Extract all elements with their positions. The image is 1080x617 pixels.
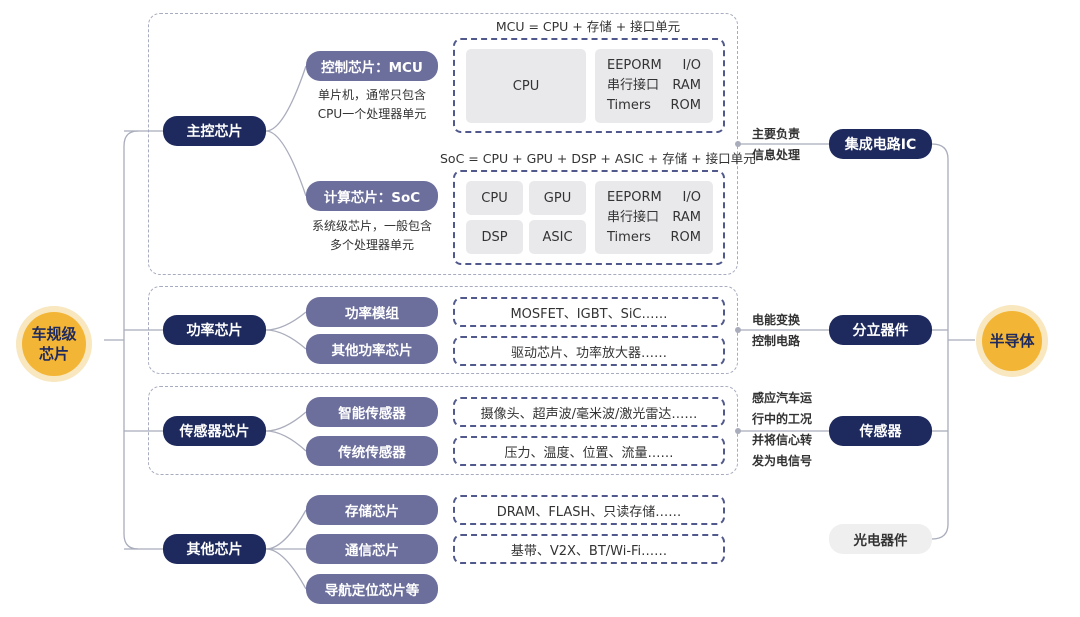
example-smart-sensor: 摄像头、超声波/毫米波/激光雷达…… xyxy=(453,397,725,427)
soc-desc-line2: 多个处理器单元 xyxy=(329,238,414,252)
left-bracket xyxy=(123,130,139,550)
sub-soc: 计算芯片：SoC xyxy=(306,181,438,211)
example-storage: DRAM、FLASH、只读存储…… xyxy=(453,495,725,525)
sub-mcu: 控制芯片：MCU xyxy=(306,51,438,81)
soc-grid-4: Timers xyxy=(607,229,651,245)
mcu-cpu-cell: CPU xyxy=(466,49,586,123)
mcu-grid-4: Timers xyxy=(607,98,651,113)
mcu-grid-1: I/O xyxy=(682,58,701,73)
example-other-power: 驱动芯片、功率放大器…… xyxy=(453,336,725,366)
soc-block xyxy=(453,170,725,265)
category-power: 功率芯片 xyxy=(163,315,266,345)
sensor-desc-line3: 并将信心转 xyxy=(752,433,813,447)
sub-power-module: 功率模组 xyxy=(306,297,438,327)
soc-asic-cell: ASIC xyxy=(529,220,586,254)
main-control-region xyxy=(148,13,738,275)
mcu-desc-line2: CPU一个处理器单元 xyxy=(317,107,427,121)
soc-grid-0: EEPORM xyxy=(607,189,662,205)
mcu-block xyxy=(453,38,725,133)
mcu-formula: MCU = CPU + 存储 + 接口单元 xyxy=(495,19,681,34)
right-sensor: 传感器 xyxy=(829,416,932,446)
mcu-grid-5: ROM xyxy=(670,98,701,113)
ic-desc-line1: 主要负责 xyxy=(752,127,801,141)
ic-description: 主要负责 信息处理 xyxy=(752,124,824,166)
soc-peripherals-cell: EEPORM I/O 串行接口 RAM Timers ROM xyxy=(595,181,713,254)
soc-cpu-cell: CPU xyxy=(466,181,523,215)
category-sensor: 传感器芯片 xyxy=(163,416,266,446)
sensor-desc-line2: 行中的工况 xyxy=(752,412,813,426)
example-comm: 基带、V2X、BT/Wi-Fi…… xyxy=(453,534,725,564)
sub-smart-sensor: 智能传感器 xyxy=(306,397,438,427)
mcu-desc-line1: 单片机，通常只包含 xyxy=(317,88,426,102)
sensor-region xyxy=(148,386,738,475)
soc-formula: SoC = CPU + GPU + DSP + ASIC + 存储 + 接口单元 xyxy=(440,151,756,166)
right-bracket xyxy=(931,143,949,540)
example-trad-sensor: 压力、温度、位置、流量…… xyxy=(453,436,725,466)
mcu-grid-2: 串行接口 xyxy=(607,78,660,93)
discrete-desc-line2: 控制电路 xyxy=(752,334,801,348)
sensor-description: 感应汽车运 行中的工况 并将信心转 发为电信号 xyxy=(752,388,824,472)
discrete-description: 电能变换 控制电路 xyxy=(752,310,824,352)
mcu-grid-3: RAM xyxy=(672,78,701,93)
left-root-label-line2: 芯片 xyxy=(38,345,69,363)
category-main-control: 主控芯片 xyxy=(163,116,266,146)
soc-grid-1: I/O xyxy=(682,189,701,205)
mcu-description: 单片机，通常只包含 CPU一个处理器单元 xyxy=(298,86,446,124)
sub-trad-sensor: 传统传感器 xyxy=(306,436,438,466)
ic-desc-line2: 信息处理 xyxy=(752,148,801,162)
left-root-label-line1: 车规级 xyxy=(31,325,77,343)
example-power-module: MOSFET、IGBT、SiC…… xyxy=(453,297,725,327)
soc-dsp-cell: DSP xyxy=(466,220,523,254)
right-root-label: 半导体 xyxy=(989,332,1035,350)
mcu-peripherals-cell: EEPORM I/O 串行接口 RAM Timers ROM xyxy=(595,49,713,123)
soc-grid-3: RAM xyxy=(672,209,701,225)
soc-description: 系统级芯片，一般包含 多个处理器单元 xyxy=(294,217,450,255)
right-opto: 光电器件 xyxy=(829,524,932,554)
sub-storage: 存储芯片 xyxy=(306,495,438,525)
sensor-desc-line1: 感应汽车运 xyxy=(752,391,813,405)
soc-desc-line1: 系统级芯片，一般包含 xyxy=(311,219,432,233)
soc-grid-2: 串行接口 xyxy=(607,209,660,225)
discrete-desc-line1: 电能变换 xyxy=(752,313,801,327)
category-other: 其他芯片 xyxy=(163,534,266,564)
left-root-node: 车规级 芯片 xyxy=(22,312,86,376)
sub-other-power: 其他功率芯片 xyxy=(306,334,438,364)
power-region xyxy=(148,286,738,374)
sensor-desc-line4: 发为电信号 xyxy=(752,454,813,468)
mcu-grid-0: EEPORM xyxy=(607,58,662,73)
right-root-node: 半导体 xyxy=(982,311,1042,371)
sub-nav: 导航定位芯片等 xyxy=(306,574,438,604)
right-discrete: 分立器件 xyxy=(829,315,932,345)
soc-grid-5: ROM xyxy=(670,229,701,245)
soc-gpu-cell: GPU xyxy=(529,181,586,215)
sub-comm: 通信芯片 xyxy=(306,534,438,564)
right-ic: 集成电路IC xyxy=(829,129,932,159)
